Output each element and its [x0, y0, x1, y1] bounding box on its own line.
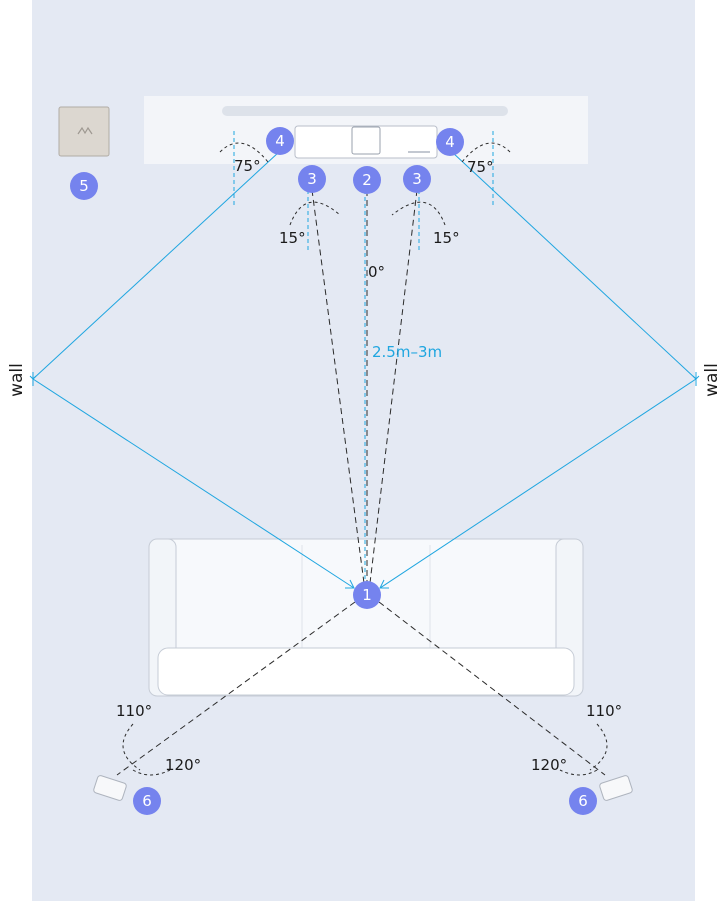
right-wall-label: wall: [702, 363, 722, 397]
front-left-angle-label: 15°: [279, 229, 306, 247]
angle-arcs: [122, 142, 608, 776]
rear-speaker-icon: [93, 775, 127, 801]
badge-subwoofer: 5: [70, 172, 98, 200]
badge-front-right: 3: [403, 165, 431, 193]
rear-right-outer-angle-label: 110°: [586, 702, 622, 720]
rear-left-outer-angle-label: 110°: [116, 702, 152, 720]
badge-upfire-right: 4: [436, 128, 464, 156]
rear-right-inner-angle-label: 120°: [531, 756, 567, 774]
svg-text:6: 6: [142, 792, 152, 810]
badge-front-left: 3: [298, 165, 326, 193]
badge-rear-left: 6: [133, 787, 161, 815]
svg-text:6: 6: [578, 792, 588, 810]
svg-text:2: 2: [362, 171, 372, 189]
rear-left-inner-angle-label: 120°: [165, 756, 201, 774]
svg-text:5: 5: [79, 177, 89, 195]
svg-text:4: 4: [445, 133, 455, 151]
svg-text:3: 3: [412, 170, 422, 188]
badge-upfire-left: 4: [266, 127, 294, 155]
badge-rear-right: 6: [569, 787, 597, 815]
svg-text:3: 3: [307, 170, 317, 188]
left-wall-label: wall: [7, 363, 27, 397]
speaker-direction-lines: [116, 189, 606, 776]
badge-listener: 1: [353, 581, 381, 609]
center-angle-label: 0°: [368, 263, 385, 281]
subwoofer-icon: [58, 106, 110, 157]
rear-speaker-icon: [599, 775, 633, 801]
upfire-left-angle-label: 75°: [234, 157, 261, 175]
svg-text:4: 4: [275, 132, 285, 150]
center-axis-lines: [233, 131, 494, 583]
distance-label: 2.5m–3m: [372, 343, 442, 361]
badge-center: 2: [353, 166, 381, 194]
upfire-right-angle-label: 75°: [467, 158, 494, 176]
sofa-icon: [148, 538, 584, 697]
soundbar-icon: [294, 125, 438, 159]
front-right-angle-label: 15°: [433, 229, 460, 247]
svg-text:1: 1: [362, 586, 372, 604]
